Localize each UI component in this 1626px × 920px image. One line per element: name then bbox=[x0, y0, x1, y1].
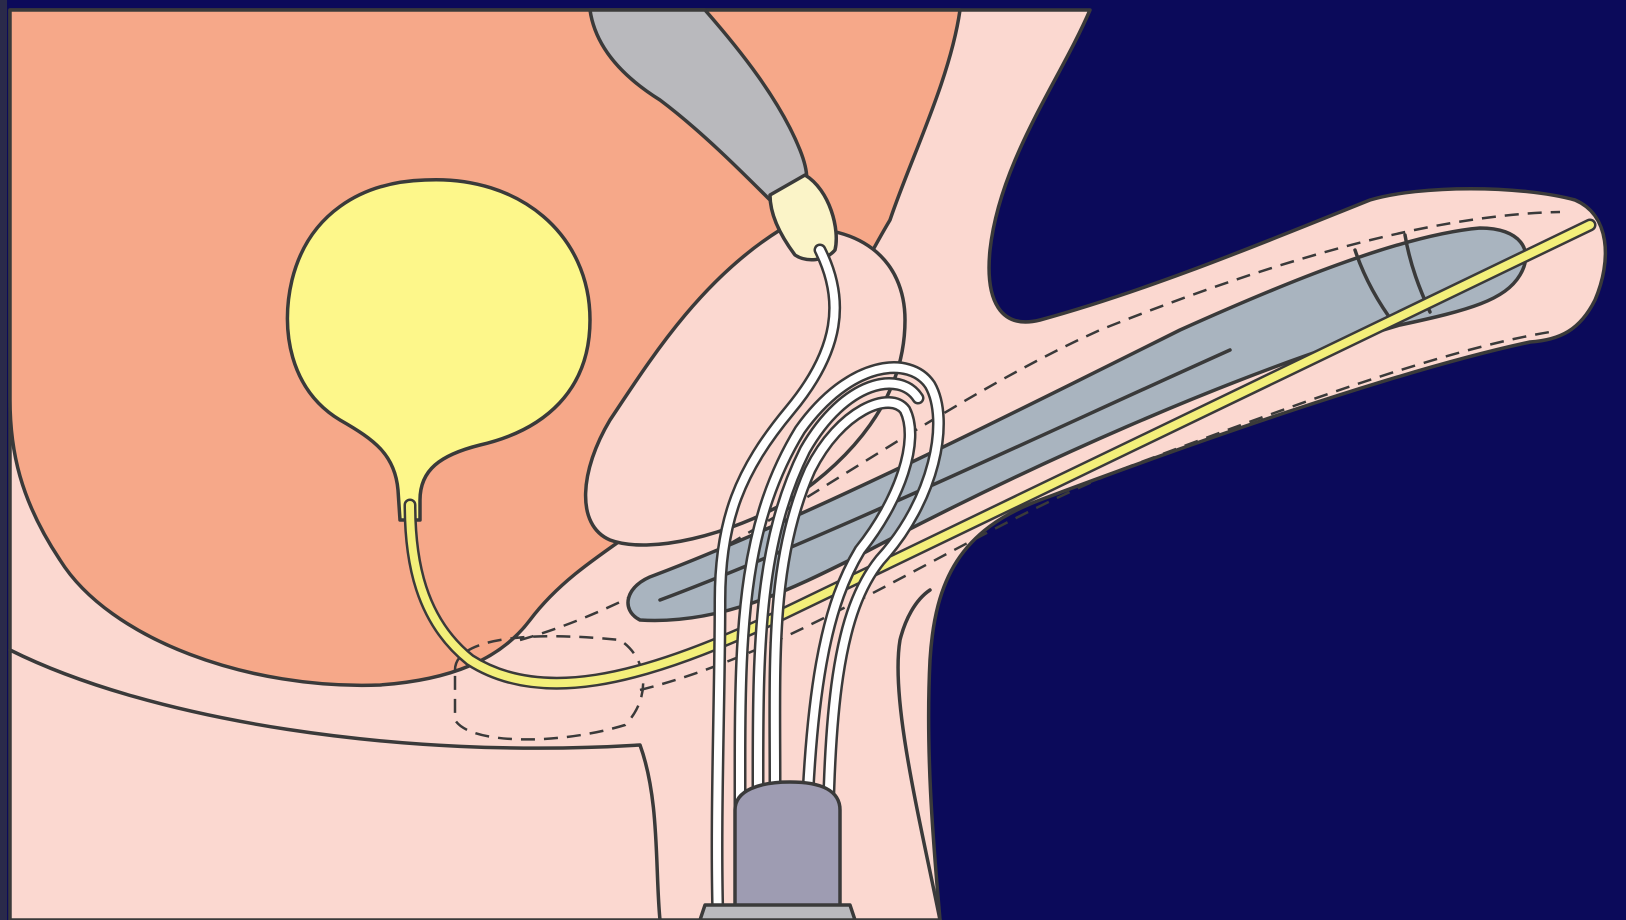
scrotal-pump bbox=[735, 782, 840, 920]
frame-border-left bbox=[0, 0, 7, 920]
scrotal-pump-base bbox=[700, 905, 855, 920]
